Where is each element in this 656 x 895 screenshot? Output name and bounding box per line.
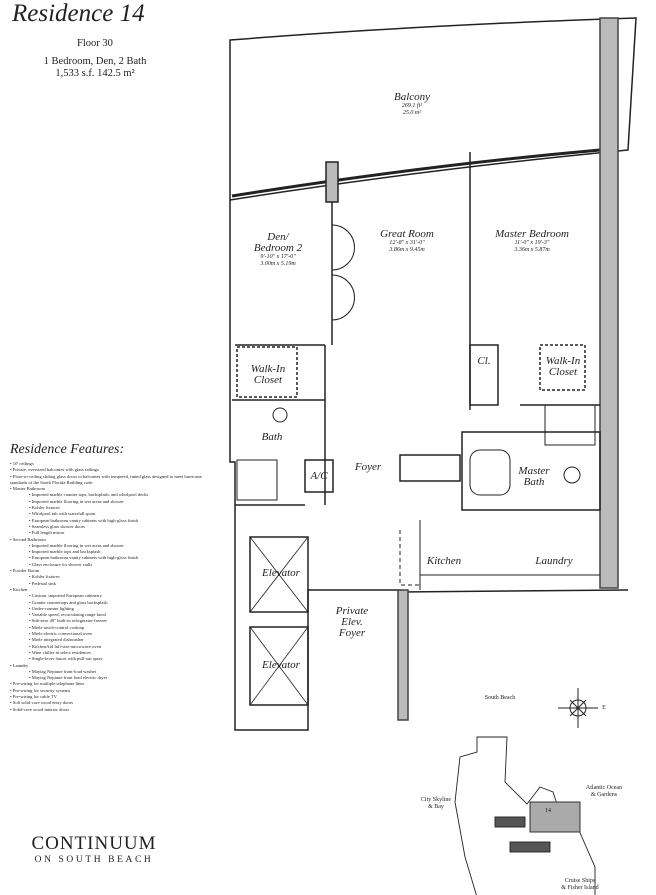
feature-subitem: Kohler fixtures (29, 505, 220, 511)
features-list: 10' ceilingsPrivate, oversized balconies… (10, 461, 220, 713)
feature-subitem: European bathroom vanity cabinets with h… (29, 555, 220, 561)
feature-subitem: Imported marble flooring in wet areas an… (29, 499, 220, 505)
sink (272, 407, 288, 423)
feature-text: Second Bathroom (12, 536, 46, 542)
feature-subitem: European bathroom vanity cabinets with h… (29, 518, 220, 524)
feature-text: Floor-to-ceiling sliding glass doors to … (10, 473, 202, 485)
feature-subitem: Imported marble flooring in wet areas an… (29, 543, 220, 549)
feature-subitem: Maytag Neptune front load electric dryer (29, 675, 220, 681)
feature-subitem: Imported marble counter tops, backsplash… (29, 492, 220, 498)
feature-subitem: Glass enclosure for shower stalls (29, 562, 220, 568)
feature-subitem: Under-counter lighting (29, 606, 220, 612)
unit-14-highlight (529, 801, 581, 833)
feature-item: Pre-wiring for security systems (10, 688, 220, 694)
feature-subitem: Single-lever faucet with pull-out spray (29, 656, 220, 662)
walk-in-closet-label: Walk-In Closet (250, 363, 286, 386)
feature-subitem: Kohler fixtures (29, 574, 220, 580)
feature-subitem: Imported marble tops and backsplash (29, 549, 220, 555)
feature-item: Private, oversized balconies with glass … (10, 467, 220, 473)
feature-text: 10' ceilings (12, 461, 34, 466)
master-bath-label: Master Bath (518, 465, 550, 488)
keyplan-south-label: Cruise Ships & Fisher Island (561, 878, 599, 891)
feature-text: Master Bathroom (12, 486, 46, 492)
key-plan (454, 736, 596, 895)
feature-item: 10' ceilings (10, 461, 220, 467)
feature-text: Pre-wiring for security systems (12, 687, 71, 693)
feature-item: Solid-core wood interior doors (10, 707, 220, 713)
bath-label: Bath (261, 431, 283, 443)
feature-subitem: Miele touch-control cooktop (29, 625, 220, 631)
feature-subitem: Full length mirror (29, 530, 220, 536)
feature-text: Powder Room (12, 568, 40, 574)
feature-subitem: KitchenAid full-size microwave oven (29, 644, 220, 650)
private-foyer-label: Private Elev. Foyer (335, 605, 369, 639)
kitchen-label: Kitchen (426, 555, 462, 567)
feature-text: Kitchen (12, 586, 28, 592)
elevator-label: Elevator (262, 567, 300, 579)
keyplan-north-label: South Beach (484, 695, 516, 701)
logo: CONTINUUM ON SOUTH BEACH (14, 833, 174, 865)
elevator-2 (249, 626, 309, 706)
feature-subitem: Custom, imported European cabinetry (29, 593, 220, 599)
feature-subitem: Wine chiller in select residences (29, 650, 220, 656)
feature-subitem: Maytag Neptune front-load washer (29, 669, 220, 675)
feature-text: Solid-core wood interior doors (12, 706, 70, 712)
unit-outline (229, 200, 629, 731)
feature-item: Powder RoomKohler fixturesPedestal sink (10, 568, 220, 587)
unit-area: 1,533 s.f. 142.5 m² (55, 68, 135, 79)
structural-column (599, 17, 619, 589)
keyplan-west-label: City Skyline & Bay (420, 797, 452, 810)
logo-line1: CONTINUUM (31, 833, 157, 854)
feature-subitem: Sub-zero 48" built-in refrigerator-freez… (29, 618, 220, 624)
structural-column (397, 589, 409, 721)
feature-subitem: Miele electric convectional oven (29, 631, 220, 637)
feature-text: Private, oversized balconies with glass … (12, 467, 99, 473)
feature-subitem: Whirlpool tub with waterfall spout (29, 511, 220, 517)
feature-subitem: Seamless glass shower doors (29, 524, 220, 530)
feature-text: Laundry (12, 662, 29, 668)
balcony-outline (229, 17, 637, 201)
unit-layout: 1 Bedroom, Den, 2 Bath (43, 56, 147, 67)
feature-subitem: Miele integrated dishwasher (29, 637, 220, 643)
bathtub (469, 449, 511, 496)
page-title: Residence 14 (12, 0, 145, 27)
elevator-label: Elevator (262, 659, 300, 671)
feature-item: Soli solid-core wood entry doors (10, 700, 220, 706)
feature-item: Master BathroomImported marble counter t… (10, 486, 220, 536)
feature-item: Floor-to-ceiling sliding glass doors to … (10, 474, 220, 487)
compass-east-label: E (602, 705, 606, 711)
keyplan-unit-label: 14 (545, 808, 551, 814)
feature-text: Pre-wiring for cable TV (12, 693, 57, 699)
shower (236, 459, 278, 501)
feature-item: LaundryMaytag Neptune front-load washerM… (10, 663, 220, 682)
floor-label: Floor 30 (77, 38, 113, 49)
feature-subitem: Variable speed, recirculating range hood (29, 612, 220, 618)
feature-item: KitchenCustom, imported European cabinet… (10, 587, 220, 663)
foyer-label: Foyer (354, 461, 382, 473)
feature-text: Pre-wiring for multiple telephone lines (12, 681, 85, 687)
feature-item: Pre-wiring for multiple telephone lines (10, 681, 220, 687)
compass-rose-icon (558, 688, 598, 728)
logo-line2: ON SOUTH BEACH (34, 855, 154, 865)
features-heading: Residence Features: (10, 442, 125, 457)
feature-text: Soli solid-core wood entry doors (12, 700, 73, 706)
feature-item: Pre-wiring for cable TV (10, 694, 220, 700)
laundry-label: Laundry (535, 555, 573, 567)
walk-in-closet-label: Walk-In Closet (545, 355, 581, 378)
feature-subitem: Pedestal sink (29, 581, 220, 587)
keyplan-east-label: Atlantic Ocean & Gardens (585, 785, 623, 798)
ac-label: A/C (310, 470, 328, 482)
feature-subitem: Granite countertops and glass backsplash (29, 600, 220, 606)
closet-label: Cl. (477, 355, 491, 367)
elevator-1 (249, 536, 309, 613)
feature-item: Second BathroomImported marble flooring … (10, 537, 220, 568)
